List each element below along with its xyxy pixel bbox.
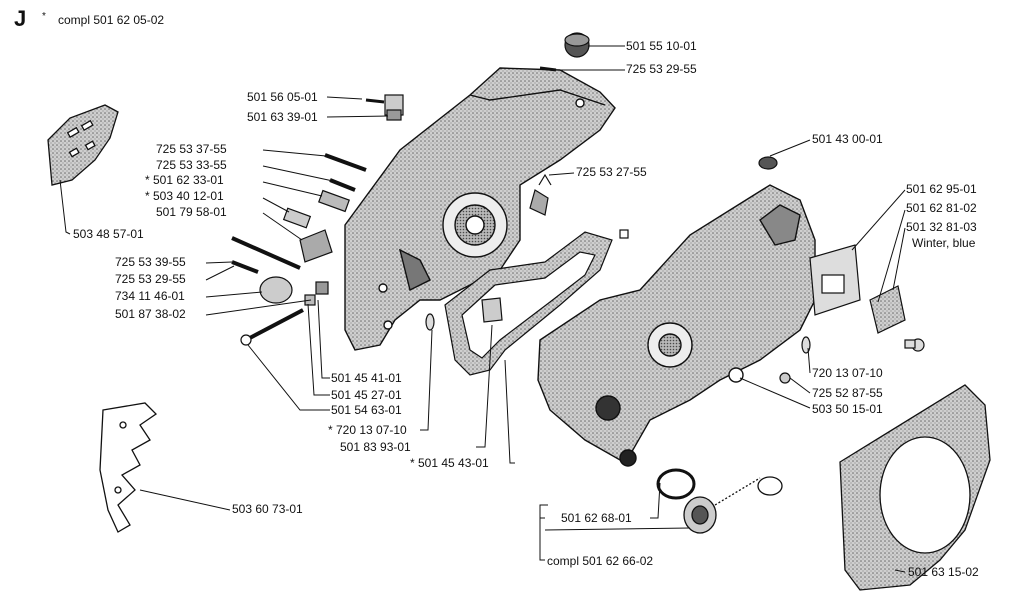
part-label: 725 53 27-55 [576,165,647,179]
part-label: 720 13 07-10 [812,366,883,380]
part-label: 734 11 46-01 [115,289,185,303]
part-label: * 501 45 43-01 [410,456,489,470]
part-label: * 501 62 33-01 [145,173,224,187]
bumper-spike [99,402,158,533]
part-label: 501 63 15-02 [908,565,979,579]
part-label: 725 53 29-55 [626,62,697,76]
part-label: 501 62 95-01 [906,182,977,196]
part-label: 501 32 81-03 [906,220,977,234]
part-label: 503 50 15-01 [812,402,883,416]
part-label: 501 87 38-02 [115,307,186,321]
part-label: Winter, blue [912,236,976,250]
part-label: 501 55 10-01 [626,39,697,53]
section-asterisk: * [42,11,46,22]
part-label: 503 48 57-01 [73,227,144,241]
small-parts [231,32,811,384]
part-label: 501 62 68-01 [561,511,632,525]
part-label: * 503 40 12-01 [145,189,224,203]
part-label: 725 53 37-55 [156,142,227,156]
part-label: 725 53 33-55 [156,158,227,172]
part-label: * 720 13 07-10 [328,423,407,437]
filter-screen [809,244,861,316]
side-plate [839,384,991,591]
part-label: 501 45 27-01 [331,388,402,402]
part-label: 501 45 41-01 [331,371,402,385]
part-label: 501 56 05-01 [247,90,318,104]
part-label: 501 62 81-02 [906,201,977,215]
leader-lines [59,45,906,573]
part-label: 503 60 73-01 [232,502,303,516]
gasket [444,231,613,376]
part-label: compl 501 62 66-02 [547,554,654,568]
section-compl-label: compl 501 62 05-02 [58,13,165,27]
part-label: 501 79 58-01 [156,205,227,219]
part-label: 501 54 63-01 [331,403,402,417]
winter-cover [869,285,925,352]
part-label: 725 53 29-55 [115,272,186,286]
part-label: 725 52 87-55 [812,386,883,400]
part-label: 725 53 39-55 [115,255,186,269]
left-crankcase-half [344,67,616,351]
section-letter: J [14,6,27,31]
right-crankcase-half [537,184,816,467]
part-label: 501 43 00-01 [812,132,883,146]
part-label: 501 83 93-01 [340,440,411,454]
guide-plate [47,104,119,186]
fuel-cap-set [656,468,783,534]
part-label: 501 63 39-01 [247,110,318,124]
